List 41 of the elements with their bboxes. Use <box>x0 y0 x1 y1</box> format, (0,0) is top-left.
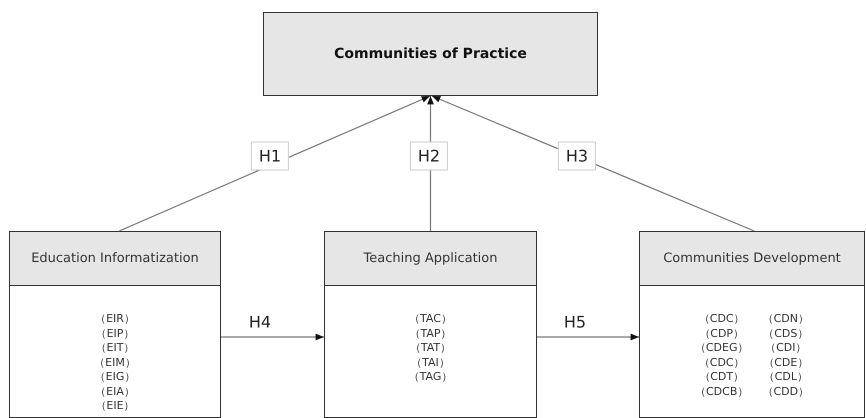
construct-box <box>324 231 537 418</box>
variable-code: （EIA） <box>94 384 136 399</box>
concept-box <box>263 12 598 96</box>
construct-box <box>639 231 865 418</box>
variable-code: （CDN） <box>762 312 810 326</box>
construct-box <box>9 231 221 418</box>
construct-title: Communities Development <box>663 251 841 266</box>
variable-code: （EIT） <box>94 341 136 356</box>
edge-label: H1 <box>250 142 290 170</box>
arrow <box>537 334 639 340</box>
variable-code: （CDCB） <box>694 384 748 399</box>
edge-label: H5 <box>564 312 586 332</box>
variable-code: （EIP） <box>94 326 136 341</box>
arrow <box>119 95 430 232</box>
variable-code: （TAP） <box>408 326 452 341</box>
variable-code: （CDEG） <box>694 341 748 356</box>
variable-code: （CDE） <box>762 356 810 370</box>
construct-title: Teaching Application <box>364 251 498 266</box>
variable-code: （TAT） <box>408 341 452 356</box>
edge-label: H4 <box>248 312 272 332</box>
arrow <box>432 95 754 232</box>
arrow <box>221 334 324 340</box>
variable-code: （CDL） <box>762 370 809 384</box>
variable-code: （EIE） <box>94 399 136 414</box>
edge-label: H2 <box>410 142 448 170</box>
variable-code: （EIM） <box>94 356 136 370</box>
variable-code: （CDI） <box>764 341 808 356</box>
variable-code: （TAC） <box>408 312 452 326</box>
variable-code: （CDC） <box>698 312 746 326</box>
variable-code: （CDP） <box>698 326 746 341</box>
variable-code: （EIR） <box>94 312 136 326</box>
variable-code: （CDC） <box>698 356 746 370</box>
edge-label: H3 <box>558 142 596 170</box>
variable-code: （CDT） <box>698 370 746 384</box>
box-title: Communities of Practice <box>334 46 527 62</box>
variable-code: （TAG） <box>408 370 452 384</box>
variable-code: （EIG） <box>94 370 136 384</box>
variable-code: （CDS） <box>762 326 810 341</box>
construct-title: Education Informatization <box>31 251 199 266</box>
variable-code: （TAI） <box>410 356 451 370</box>
variable-code: （CDD） <box>762 384 810 399</box>
